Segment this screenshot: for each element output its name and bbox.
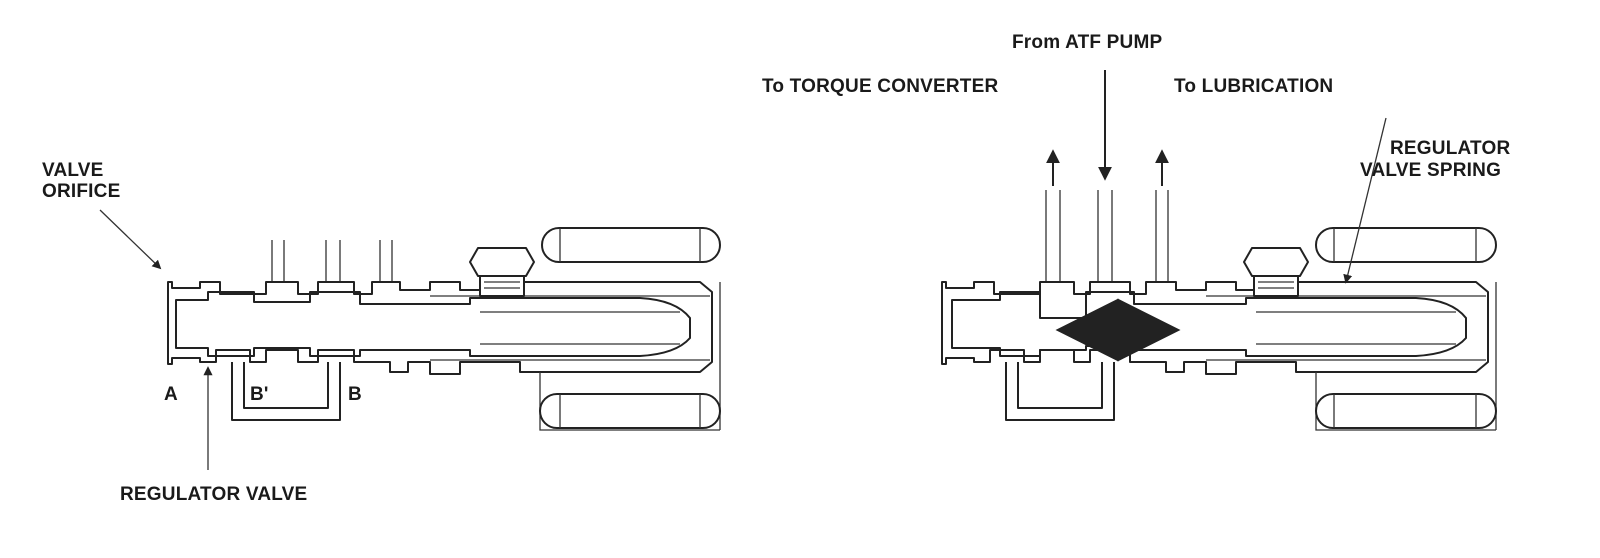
left-spool <box>175 291 691 357</box>
to-lubrication-label: To LUBRICATION <box>1174 76 1333 97</box>
left-valve-body <box>167 281 713 375</box>
port-a-label: A <box>164 384 178 405</box>
valve-orifice-label-2: ORIFICE <box>42 181 120 202</box>
left-bolt <box>469 247 535 297</box>
left-upper-spring <box>541 227 721 263</box>
left-feedback-passage <box>231 362 341 421</box>
right-vertical-passages <box>1045 190 1169 282</box>
right-bolt <box>1243 247 1309 297</box>
regulator-valve-spring-label-1: REGULATOR <box>1390 138 1510 159</box>
valve-orifice-label-1: VALVE <box>42 160 104 181</box>
valve-orifice-leader <box>99 209 162 270</box>
right-feedback-passage <box>1005 362 1115 421</box>
right-lower-spring <box>1315 282 1497 431</box>
regulator-valve-label: REGULATOR VALVE <box>120 484 307 505</box>
right-valve-diagram: From ATF PUMP To TORQUE CONVERTER To LUB… <box>762 32 1510 431</box>
port-b-prime-label: B' <box>250 384 269 405</box>
regulator-valve-spring-leader <box>1343 117 1387 284</box>
left-valve-diagram: VALVE ORIFICE A B' B REGULATOR VALVE <box>42 160 721 505</box>
right-upper-spring <box>1315 227 1497 263</box>
left-lower-spring <box>539 282 721 431</box>
port-b-label: B <box>348 384 362 405</box>
to-torque-converter-label: To TORQUE CONVERTER <box>762 76 998 97</box>
left-vertical-passages <box>271 240 393 282</box>
from-atf-pump-label: From ATF PUMP <box>1012 32 1162 53</box>
regulator-valve-spring-label-2: VALVE SPRING <box>1360 160 1501 181</box>
